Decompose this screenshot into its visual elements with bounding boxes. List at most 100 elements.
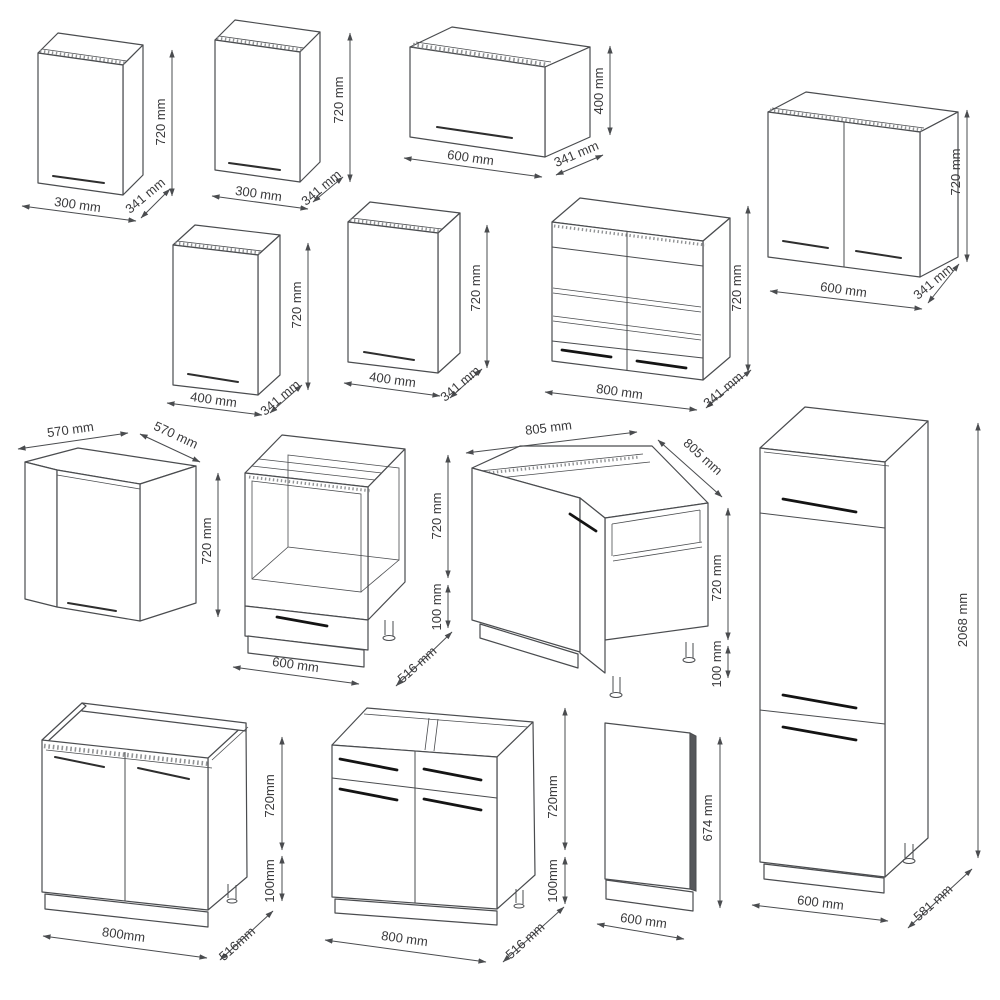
front-face <box>37 52 124 196</box>
top-door-handle <box>781 497 858 514</box>
dimension-height: 720 mm <box>729 205 751 373</box>
glass-doors-details <box>551 232 704 371</box>
depth-label: 341 mm <box>437 363 483 405</box>
dimension-height: 2068 mm <box>955 422 981 859</box>
plinth <box>334 898 498 926</box>
width-label: 570 mm <box>46 419 95 440</box>
cabinet-body <box>331 707 536 926</box>
height-label: 720 mm <box>199 518 214 565</box>
door-handle <box>67 602 117 612</box>
width-label: 400 mm <box>189 389 238 410</box>
door-handle-left <box>782 240 829 249</box>
dimension-height: 720 mm <box>153 49 175 197</box>
side-face <box>257 234 281 396</box>
width-label: 600 mm <box>446 147 495 168</box>
height-label: 720 mm <box>709 555 724 602</box>
cabinet-wall-600-double: 600 mm 341 mm 720 mm <box>767 91 970 311</box>
dimension-line <box>21 204 137 223</box>
cabinet-wall-300-b: 300 mm 341 mm 720 mm <box>211 19 353 211</box>
cabinet-sink-base-800: 720mm 100mm 800mm 516mm <box>41 702 285 964</box>
front-face <box>759 447 886 878</box>
width-label: 400 mm <box>368 369 417 390</box>
drawer-handle-right <box>422 767 483 782</box>
door-handle-right <box>137 767 190 780</box>
dimension-depth: 516 mm <box>395 631 453 687</box>
leg <box>902 843 916 864</box>
cabinet-body <box>214 19 321 183</box>
side-face <box>884 420 929 878</box>
cabinet-wall-400-a: 400 mm 341 mm 720 mm <box>166 224 311 418</box>
door-handle <box>228 162 281 171</box>
front-face <box>347 221 439 374</box>
right-opening-details <box>611 509 703 562</box>
divider-bottom <box>759 709 886 725</box>
dimension-plinth: 100 mm <box>429 584 451 630</box>
plinth <box>247 635 365 668</box>
dimension-width: 800 mm <box>544 381 698 412</box>
dimension-height: 720mm <box>545 707 568 851</box>
front-face <box>214 39 301 183</box>
dimension-plinth: 100mm <box>262 855 285 903</box>
dimension-width: 570 mm <box>17 419 129 451</box>
door-handle <box>568 512 598 533</box>
interior-details <box>248 454 400 593</box>
dimension-width: 800 mm <box>324 928 487 964</box>
front-face <box>172 244 259 396</box>
side-face <box>299 31 321 183</box>
cabinet-body <box>41 702 249 928</box>
drawer-handle-left <box>560 348 613 359</box>
cabinet-body <box>172 224 281 396</box>
dimension-width: 600 mm <box>232 654 360 686</box>
cabinet-oven-base-600: 720 mm 100 mm 516 mm 600 mm <box>232 434 453 687</box>
leg <box>382 620 396 641</box>
door-handle-right <box>422 797 483 812</box>
depth-label: 805 mm <box>681 435 726 478</box>
dimension-height: 400 mm <box>591 45 613 136</box>
dimension-width: 300 mm <box>211 183 309 211</box>
drawer-handle-left <box>338 757 399 772</box>
dimension-depth: 581 mm <box>907 868 973 929</box>
dimension-depth: 516 mm <box>503 906 565 963</box>
divider-top <box>759 512 886 529</box>
dimension-height: 720mm <box>262 736 285 851</box>
drawer-handle-right <box>635 359 688 370</box>
dimension-height: 720 mm <box>331 32 353 183</box>
width-label: 600 mm <box>819 279 868 300</box>
plinth <box>763 863 885 894</box>
cabinet-tall-600: 2068 mm 600 mm 581 mm <box>751 406 981 929</box>
cabinet-corner-base-805: 805 mm 805 mm 720 mm 100 mm <box>465 417 731 698</box>
width-label: 600 mm <box>796 892 844 913</box>
drawer-line-left <box>331 777 416 789</box>
cabinet-body <box>37 32 144 196</box>
middle-door-handle <box>781 693 858 710</box>
height-label: 720 mm <box>331 77 346 124</box>
panel-edge <box>689 732 697 892</box>
front-face <box>409 46 546 158</box>
dimension-depth: 516mm <box>216 910 274 964</box>
depth-label: 581 mm <box>911 881 956 924</box>
door-handle <box>52 175 105 184</box>
dimension-height: 720 mm <box>468 224 490 369</box>
cabinet-body <box>347 201 461 374</box>
depth-label: 570 mm <box>151 418 200 451</box>
angled-door-face <box>56 469 141 622</box>
plinth-label: 100 mm <box>709 641 724 688</box>
plinth <box>479 623 579 669</box>
dimension-width: 300 mm <box>21 194 137 223</box>
width-label: 300 mm <box>234 183 283 204</box>
height-label: 2068 mm <box>955 593 970 647</box>
dimension-height: 674 mm <box>700 736 723 909</box>
width-label: 600 mm <box>619 910 668 931</box>
height-label: 720 mm <box>729 265 744 312</box>
width-label: 600 mm <box>271 654 320 675</box>
cabinet-wall-800-glass: 800 mm 341 mm 720 mm <box>544 197 752 412</box>
cabinet-body <box>409 26 591 158</box>
depth-label: 516 mm <box>395 643 440 686</box>
height-label: 720mm <box>545 775 560 818</box>
width-label: 805 mm <box>524 417 572 438</box>
width-label: 300 mm <box>53 194 102 215</box>
plinth-label: 100mm <box>545 859 560 902</box>
height-label: 720 mm <box>429 493 444 540</box>
cabinet-drawer-base-800: 720mm 100mm 800 mm 516 mm <box>324 707 568 964</box>
